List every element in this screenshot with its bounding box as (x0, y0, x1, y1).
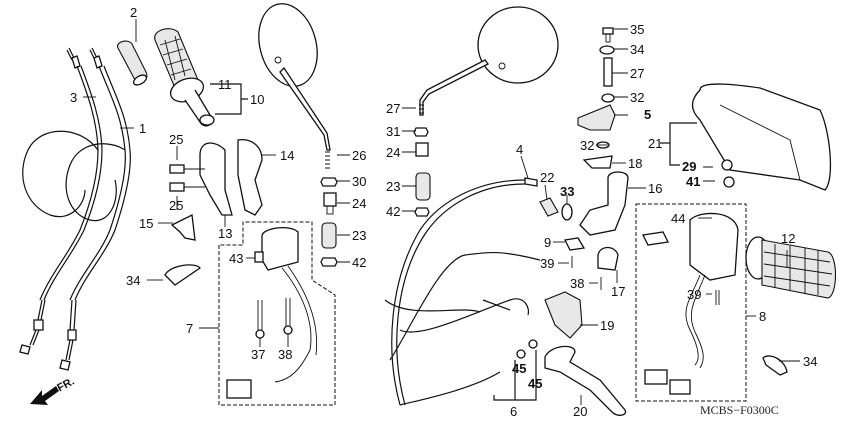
callout-28: 29 (682, 159, 697, 174)
callout-31: 32 (630, 90, 645, 105)
cable-clip-34-right (762, 355, 788, 376)
callout-37: 38 (278, 347, 293, 362)
leader-21 (660, 122, 697, 166)
callout-39: 39 (687, 287, 702, 302)
callout-43: 43 (229, 251, 244, 266)
callout-22: 22 (540, 170, 555, 185)
holder-13-14 (169, 139, 263, 216)
callout-25-left: 26 (352, 148, 367, 163)
callout-3: 3 (70, 90, 78, 105)
callout-25-right: 27 (386, 101, 401, 116)
callout-33: 34 (630, 42, 645, 57)
callout-24-right: 24 (386, 145, 401, 160)
front-direction-arrow (30, 386, 59, 405)
callout-44: 44 (671, 211, 686, 226)
callout-10: 10 (250, 92, 265, 107)
callout-42-left: 42 (352, 255, 367, 270)
callout-26-top: 25 (169, 132, 184, 147)
part-15 (170, 214, 196, 241)
callout-12: 12 (781, 231, 796, 246)
callout-1: 1 (139, 121, 147, 136)
callout-24-left: 24 (352, 196, 367, 211)
switch-7 (226, 226, 318, 399)
parts-9-40-38-17 (564, 237, 619, 290)
callout-36: 37 (251, 347, 266, 362)
callout-38: 38 (570, 276, 585, 291)
leader-10-11 (210, 83, 248, 115)
callout-11: 11 (218, 77, 232, 92)
lever-bracket-19 (544, 291, 583, 339)
master-cylinder-16 (579, 171, 629, 236)
callout-2: 2 (130, 5, 138, 20)
callout-7: 7 (186, 321, 194, 336)
callout-20: 20 (573, 404, 588, 419)
callout-32: 32 (580, 138, 595, 153)
callout-8: 8 (759, 309, 767, 324)
callout-17: 17 (611, 284, 626, 299)
callout-34-right: 34 (803, 354, 818, 369)
callout-41: 41 (686, 174, 701, 189)
switch-8 (642, 212, 739, 395)
cable-6 (384, 298, 530, 406)
leader-6 (493, 350, 537, 401)
cable-4 (389, 177, 541, 406)
callout-30: 33 (560, 184, 575, 199)
callout-19: 19 (600, 318, 615, 333)
callout-21: 21 (648, 136, 663, 151)
mirror-right (413, 6, 559, 217)
brake-lever-20 (544, 345, 627, 416)
callout-29-right: 31 (386, 124, 401, 139)
callout-35: 35 (630, 22, 645, 37)
diagram-code: MCBS−F0300C (700, 403, 779, 417)
callout-23-right: 23 (386, 179, 401, 194)
callout-13: 13 (218, 226, 233, 241)
throttle-grip-10 (154, 28, 215, 127)
throttle-cable-1 (59, 47, 131, 371)
cable-clip-34-left (164, 264, 201, 286)
callout-34-left: 34 (126, 273, 141, 288)
callout-4: 4 (516, 142, 524, 157)
callout-40: 39 (540, 256, 555, 271)
nuts-45 (516, 339, 538, 359)
mirror-left (258, 3, 338, 267)
throttle-cable-3 (19, 47, 103, 355)
callout-18: 18 (628, 156, 643, 171)
callout-29-left: 30 (352, 174, 367, 189)
grip-2 (117, 40, 148, 86)
callout-5: 5 (644, 107, 652, 122)
callout-42-right: 42 (386, 204, 401, 219)
leader-lines (83, 19, 800, 405)
box-7 (218, 221, 336, 406)
screws-36-37 (255, 298, 293, 339)
callout-15: 15 (139, 216, 154, 231)
callout-16: 16 (648, 181, 663, 196)
grip-12 (745, 236, 837, 299)
callout-26-bottom: 25 (169, 198, 184, 213)
callout-45-a: 45 (512, 361, 527, 376)
callout-27: 27 (630, 66, 645, 81)
callout-14: 14 (280, 148, 295, 163)
screw-39 (715, 290, 720, 305)
callout-23-left: 23 (352, 228, 367, 243)
cap-35-33-27-31 (599, 27, 615, 103)
bracket-5 (577, 104, 616, 131)
callout-45-b: 45 (528, 376, 543, 391)
box-8 (635, 203, 747, 402)
callout-6: 6 (510, 404, 518, 419)
hand-guard-21 (691, 83, 832, 191)
callout-9: 9 (544, 235, 552, 250)
